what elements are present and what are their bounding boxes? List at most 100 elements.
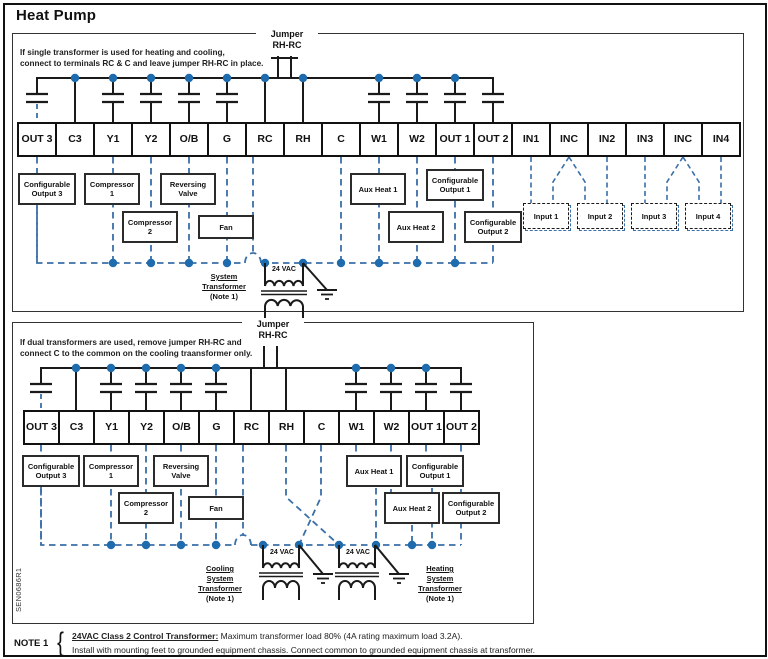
hop-arc-bottom (234, 534, 252, 546)
device-compressor-2: Compressor 2 (122, 211, 178, 243)
jumper-label-bottom: Jumper RH-RC (242, 319, 304, 341)
jumper-terminals: RH-RC (258, 330, 288, 340)
device-reversing-valve-b: Reversing Valve (153, 455, 209, 487)
bottom-bus-junction-dots (71, 363, 431, 373)
terminal-ob-b: O/B (163, 410, 200, 445)
device-compressor-1-b: Compressor 1 (83, 455, 139, 487)
device-aux-heat-1-b: Aux Heat 1 (346, 455, 402, 487)
system-transformer-vac-label: 24 VAC (268, 265, 300, 274)
capacitor-lower-stubs-bottom (110, 392, 462, 410)
top-bus-junction-dots (70, 73, 460, 83)
top-solid-bus (36, 77, 494, 122)
c-crossover-line (298, 445, 322, 546)
device-aux-heat-2: Aux Heat 2 (388, 211, 444, 243)
device-configurable-output-3: Configurable Output 3 (18, 173, 76, 205)
device-aux-heat-1: Aux Heat 1 (350, 173, 406, 205)
xfmr-name-line: Transformer (418, 584, 462, 593)
terminal-in4: IN4 (701, 122, 741, 157)
terminal-rh-b: RH (268, 410, 305, 445)
jumper-label-top: Jumper RH-RC (256, 29, 318, 51)
terminal-out3-b: OUT 3 (23, 410, 60, 445)
input-3-box: Input 3 (631, 203, 677, 229)
xfmr-name-line: Cooling (206, 564, 234, 573)
cooling-transformer-label: Cooling System Transformer (Note 1) (186, 564, 254, 604)
xfmr-name-line: Transformer (198, 584, 242, 593)
heating-transformer-label: Heating System Transformer (Note 1) (406, 564, 474, 604)
terminal-out2: OUT 2 (473, 122, 513, 157)
device-configurable-output-2: Configurable Output 2 (464, 211, 522, 243)
terminal-out2-b: OUT 2 (443, 410, 480, 445)
terminal-w1-b: W1 (338, 410, 375, 445)
device-configurable-output-1: Configurable Output 1 (426, 169, 484, 201)
note-line-2: connect to terminals RC & C and leave ju… (20, 59, 264, 68)
single-transformer-diagram-box (12, 33, 744, 312)
footer-note-text-1: Maximum transformer load 80% (4A rating … (218, 631, 463, 641)
terminal-out1-b: OUT 1 (408, 410, 445, 445)
jumper-symbol-bottom (263, 346, 278, 368)
terminal-y1: Y1 (93, 122, 133, 157)
inc-branch-1-right (568, 156, 586, 203)
terminal-rc: RC (245, 122, 285, 157)
device-configurable-output-2-b: Configurable Output 2 (442, 492, 500, 524)
xfmr-name-line: System (210, 272, 238, 281)
terminal-y2-b: Y2 (128, 410, 165, 445)
xfmr-note-line: (Note 1) (426, 594, 454, 603)
device-aux-heat-2-b: Aux Heat 2 (384, 492, 440, 524)
terminal-rc-b: RC (233, 410, 270, 445)
hop-arc-top (244, 252, 262, 264)
xfmr-name-line: System (206, 574, 234, 583)
page-title: Heat Pump (16, 7, 97, 24)
terminal-in3: IN3 (625, 122, 665, 157)
input-branch-wiring (530, 156, 722, 203)
inc-branch-2-right (682, 156, 700, 203)
footer-note-line-2: Install with mounting feet to grounded e… (72, 645, 536, 655)
terminal-in1: IN1 (511, 122, 551, 157)
jumper-word: Jumper (270, 29, 304, 39)
xfmr-note-line: (Note 1) (206, 594, 234, 603)
single-transformer-note: If single transformer is used for heatin… (20, 47, 263, 69)
terminal-g-b: G (198, 410, 235, 445)
ground-icon-top (302, 262, 337, 300)
xfmr-name-line: Heating (426, 564, 454, 573)
footer-brace: { (57, 627, 64, 657)
device-fan-b: Fan (188, 496, 244, 520)
terminal-y1-b: Y1 (93, 410, 130, 445)
device-configurable-output-3-b: Configurable Output 3 (22, 455, 80, 487)
device-compressor-2-b: Compressor 2 (118, 492, 174, 524)
terminal-in2: IN2 (587, 122, 627, 157)
input-2-box: Input 2 (577, 203, 623, 229)
terminal-rh: RH (283, 122, 323, 157)
footer-note-label: NOTE 1 (14, 638, 49, 649)
system-transformer-coil (261, 263, 307, 318)
terminal-c3: C3 (55, 122, 95, 157)
terminal-c: C (321, 122, 361, 157)
jumper-word: Jumper (256, 319, 290, 329)
terminal-y2: Y2 (131, 122, 171, 157)
terminal-c-b: C (303, 410, 340, 445)
bottom-solid-bus (40, 367, 462, 410)
note-line-1: If single transformer is used for heatin… (20, 48, 225, 57)
terminal-out1: OUT 1 (435, 122, 475, 157)
input-4-box: Input 4 (685, 203, 731, 229)
xfmr-note-line: (Note 1) (210, 292, 238, 301)
footer-note-title: 24VAC Class 2 Control Transformer: (72, 631, 219, 641)
input-1-box: Input 1 (523, 203, 569, 229)
heating-transformer-coil (335, 545, 379, 600)
dual-transformer-note: If dual transformers are used, remove ju… (20, 337, 252, 359)
device-compressor-1: Compressor 1 (84, 173, 140, 205)
system-transformer-label: System Transformer (Note 1) (192, 272, 256, 302)
bottom-dashed-bus (40, 487, 461, 546)
terminal-ob: O/B (169, 122, 209, 157)
cooling-transformer-vac-label: 24 VAC (266, 548, 298, 557)
terminal-inc1: INC (549, 122, 589, 157)
note-line-2: connect C to the common on the cooling t… (20, 349, 253, 358)
inc-branch-2-left (666, 156, 684, 203)
terminal-w1: W1 (359, 122, 399, 157)
heating-transformer-vac-label: 24 VAC (342, 548, 374, 557)
note-line-1: If dual transformers are used, remove ju… (20, 338, 242, 347)
ground-icon-cooling (298, 544, 333, 584)
terminal-out3: OUT 3 (17, 122, 57, 157)
capacitor-lower-stubs-top (112, 102, 494, 122)
